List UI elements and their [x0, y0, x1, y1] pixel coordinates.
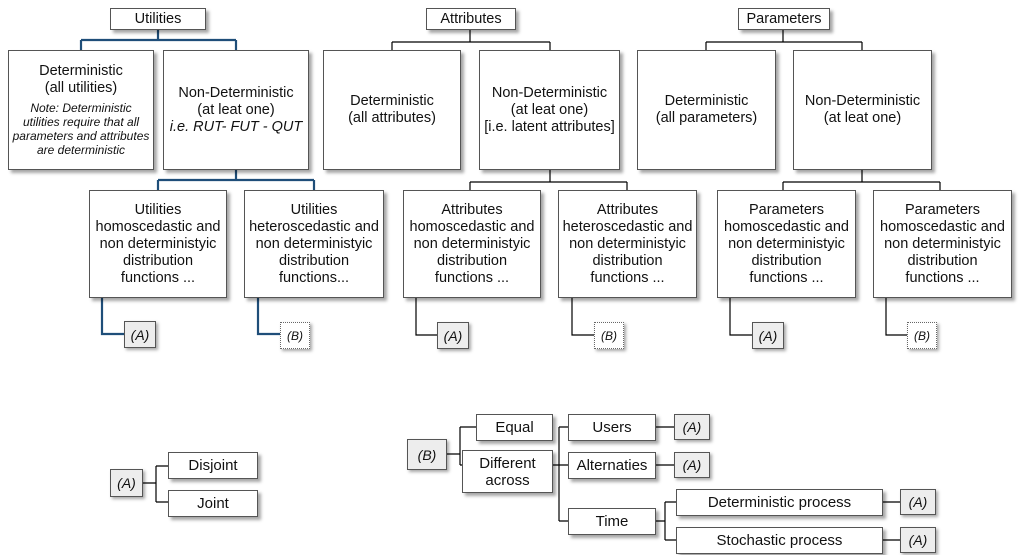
parameters-deterministic-box: Deterministic (all parameters)	[637, 50, 776, 170]
legend-b-users: Users	[592, 419, 632, 436]
utilities-non-deterministic-title: Non-Deterministic	[178, 84, 294, 101]
legend-b-different-across: Different across	[479, 454, 536, 489]
attributes-non-deterministic-box: Non-Deterministic (at leat one) [i.e. la…	[479, 50, 620, 170]
parameters-non-deterministic-box: Non-Deterministic (at leat one)	[793, 50, 932, 170]
utilities-title: Utilities	[134, 10, 182, 27]
utilities-deterministic-scope: (all utilities)	[44, 80, 118, 96]
parameters-tag-a: (A)	[752, 322, 784, 349]
attributes-homoscedastic-text: Attributes homoscedastic and non determi…	[409, 201, 535, 286]
parameters-title-box: Parameters	[738, 8, 830, 30]
parameters-homoscedastic-text: Parameters homoscedastic and non determi…	[724, 201, 849, 286]
legend-b-tag: (B)	[407, 439, 447, 470]
legend-b-alternatives-tag-label: (A)	[682, 457, 702, 473]
utilities-tag-a: (A)	[124, 321, 156, 348]
attributes-title: Attributes	[440, 10, 502, 27]
attributes-non-deterministic-title: Non-Deterministic	[491, 84, 608, 101]
attributes-tag-a-label: (A)	[443, 327, 463, 344]
legend-a-tag: (A)	[110, 469, 143, 497]
parameters-heteroscedastic-text: Parameters homoscedastic and non determi…	[880, 201, 1005, 286]
parameters-tag-b: (B)	[907, 322, 937, 349]
utilities-tag-a-label: (A)	[130, 326, 150, 343]
utilities-deterministic-note: Note: Deterministic utilities require th…	[12, 101, 150, 157]
attributes-tag-b: (B)	[594, 322, 624, 349]
legend-a-tag-label: (A)	[117, 475, 136, 491]
attributes-homoscedastic-box: Attributes homoscedastic and non determi…	[403, 190, 541, 298]
utilities-homoscedastic-box: Utilities homoscedastic and non determin…	[89, 190, 227, 298]
legend-b-deterministic-process: Deterministic process	[707, 494, 852, 511]
legend-a-disjoint: Disjoint	[188, 457, 238, 474]
legend-b-deterministic-process-tag: (A)	[900, 489, 936, 515]
utilities-deterministic-box: Deterministic (all utilities) Note: Dete…	[8, 50, 154, 170]
legend-a-joint: Joint	[197, 495, 229, 512]
parameters-non-deterministic-scope: (at leat one)	[823, 110, 902, 126]
attributes-tag-a: (A)	[437, 322, 469, 349]
legend-b-equal: Equal	[495, 419, 534, 436]
legend-b-tag-label: (B)	[417, 446, 437, 463]
parameters-tag-b-label: (B)	[914, 328, 930, 343]
legend-b-stochastic-process: Stochastic process	[716, 532, 843, 549]
parameters-non-deterministic-title: Non-Deterministic	[804, 93, 921, 109]
parameters-heteroscedastic-box: Parameters homoscedastic and non determi…	[873, 190, 1012, 298]
legend-b-time-box: Time	[568, 508, 656, 535]
legend-b-time: Time	[595, 513, 629, 530]
utilities-non-deterministic-box: Non-Deterministic (at leat one) i.e. RUT…	[163, 50, 309, 170]
legend-b-alternatives: Alternaties	[576, 457, 648, 474]
parameters-tag-a-label: (A)	[758, 327, 778, 344]
parameters-deterministic-title: Deterministic	[664, 93, 749, 109]
attributes-title-box: Attributes	[426, 8, 516, 30]
parameters-homoscedastic-box: Parameters homoscedastic and non determi…	[717, 190, 856, 298]
legend-b-deterministic-process-tag-label: (A)	[908, 494, 928, 510]
legend-b-alternatives-tag: (A)	[674, 452, 710, 478]
utilities-tag-b-label: (B)	[287, 328, 303, 343]
utilities-connectors	[79, 30, 316, 336]
legend-b-equal-box: Equal	[476, 414, 553, 441]
legend-a-disjoint-box: Disjoint	[168, 452, 258, 479]
legend-b-different-across-box: Different across	[462, 450, 553, 493]
legend-b-users-tag: (A)	[674, 414, 710, 440]
legend-b-stochastic-process-tag-label: (A)	[908, 532, 928, 548]
tree-connectors	[143, 30, 941, 541]
utilities-non-deterministic-example: i.e. RUT- FUT - QUT	[169, 118, 303, 135]
legend-b-stochastic-process-box: Stochastic process	[676, 527, 883, 554]
utilities-heteroscedastic-box: Utilities heteroscedastic and non determ…	[244, 190, 384, 298]
attributes-non-deterministic-scope: (at leat one)	[510, 101, 589, 118]
attributes-tag-b-label: (B)	[601, 328, 617, 343]
utilities-deterministic-title: Deterministic	[39, 63, 123, 79]
utilities-heteroscedastic-text: Utilities heteroscedastic and non determ…	[249, 201, 379, 286]
utilities-non-deterministic-scope: (at leat one)	[197, 101, 275, 118]
legend-b-alternatives-box: Alternaties	[568, 452, 656, 479]
legend-b-users-tag-label: (A)	[682, 419, 702, 435]
attributes-deterministic-box: Deterministic (all attributes)	[323, 50, 461, 170]
legend-b-stochastic-process-tag: (A)	[900, 527, 936, 553]
parameters-title: Parameters	[746, 10, 822, 27]
utilities-tag-b: (B)	[280, 322, 310, 349]
attributes-deterministic-title: Deterministic	[350, 93, 434, 109]
legend-b-users-box: Users	[568, 414, 656, 441]
attributes-heteroscedastic-text: Attributes heteroscedastic and non deter…	[562, 201, 693, 286]
legend-a-joint-box: Joint	[168, 490, 258, 517]
attributes-deterministic-scope: (all attributes)	[348, 110, 436, 126]
utilities-title-box: Utilities	[110, 8, 206, 30]
legend-b-deterministic-process-box: Deterministic process	[676, 489, 883, 516]
parameters-deterministic-scope: (all parameters)	[655, 110, 758, 126]
attributes-non-deterministic-example: [i.e. latent attributes]	[484, 118, 615, 135]
attributes-heteroscedastic-box: Attributes heteroscedastic and non deter…	[558, 190, 697, 298]
utilities-homoscedastic-text: Utilities homoscedastic and non determin…	[95, 201, 221, 286]
